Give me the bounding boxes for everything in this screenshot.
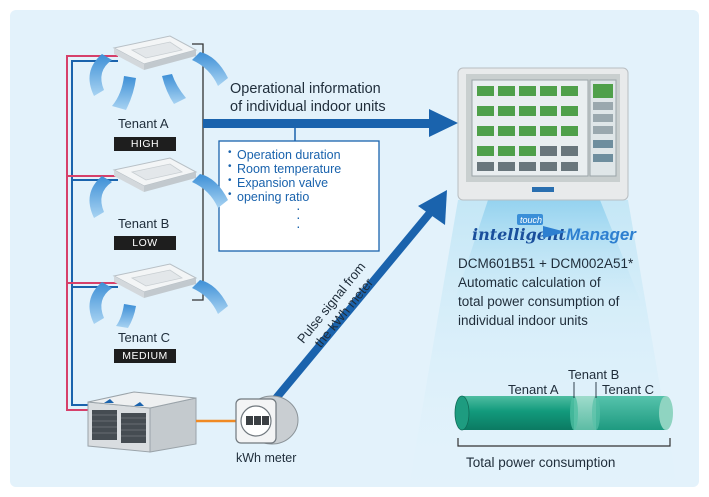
outdoor-unit bbox=[87, 391, 197, 453]
kwh-meter-label: kWh meter bbox=[236, 451, 297, 465]
tenant-b-level-badge: LOW bbox=[114, 236, 176, 250]
svg-text:touch: touch bbox=[520, 215, 542, 225]
airflow-right-icon bbox=[192, 52, 228, 86]
tenant-b-name: Tenant B bbox=[118, 216, 170, 231]
bullet-item: Operation duration bbox=[228, 146, 341, 162]
total-consumption-label: Total power consumption bbox=[466, 455, 616, 470]
tenant-a-name: Tenant A bbox=[118, 116, 169, 131]
pulse-arrow bbox=[254, 190, 447, 423]
dcm-line-2: Automatic calculation of bbox=[458, 275, 601, 290]
bullet-item: Expansion valve bbox=[228, 174, 341, 190]
airflow-left-icon bbox=[89, 54, 112, 96]
dcm-line-1: DCM601B51 + DCM002A51* bbox=[458, 256, 634, 271]
tenant-c-level-badge: MEDIUM bbox=[114, 349, 176, 363]
refrigerant-piping bbox=[66, 55, 118, 411]
indoor-unit-a bbox=[89, 35, 228, 110]
touch-controller bbox=[457, 67, 629, 201]
ellipsis-dots: ··· bbox=[296, 200, 301, 234]
segment-label-tenant-c: Tenant C bbox=[602, 382, 655, 397]
dcm-line-3: total power consumption of bbox=[458, 294, 620, 309]
light-beam-core bbox=[455, 200, 640, 300]
kwh-meter-icon bbox=[235, 395, 299, 445]
tenant-c-name: Tenant C bbox=[118, 330, 171, 345]
units-bracket bbox=[192, 43, 204, 301]
consumption-bar bbox=[454, 382, 673, 431]
bullet-item: Room temperature bbox=[228, 160, 341, 176]
tenant-a-level-badge: HIGH bbox=[114, 137, 176, 151]
segment-label-tenant-b: Tenant B bbox=[568, 367, 620, 382]
dcm-line-4: individual indoor units bbox=[458, 313, 588, 328]
intelligent-touch-manager-logo: intelligent touch Manager bbox=[472, 214, 637, 244]
indoor-unit-c bbox=[89, 263, 228, 328]
info-heading-line-1: Operational information bbox=[230, 81, 381, 97]
total-bracket bbox=[457, 438, 671, 447]
segment-label-tenant-a: Tenant A bbox=[508, 382, 559, 397]
info-heading-line-2: of individual indoor units bbox=[230, 99, 386, 115]
info-bullet-list: Operation duration Room temperature Expa… bbox=[228, 146, 341, 204]
svg-text:intelligent: intelligent bbox=[472, 225, 567, 244]
svg-text:Manager: Manager bbox=[566, 225, 637, 244]
indoor-unit-b bbox=[89, 157, 228, 218]
info-arrow bbox=[203, 109, 458, 137]
bullet-item-continued: opening ratio bbox=[228, 188, 341, 204]
